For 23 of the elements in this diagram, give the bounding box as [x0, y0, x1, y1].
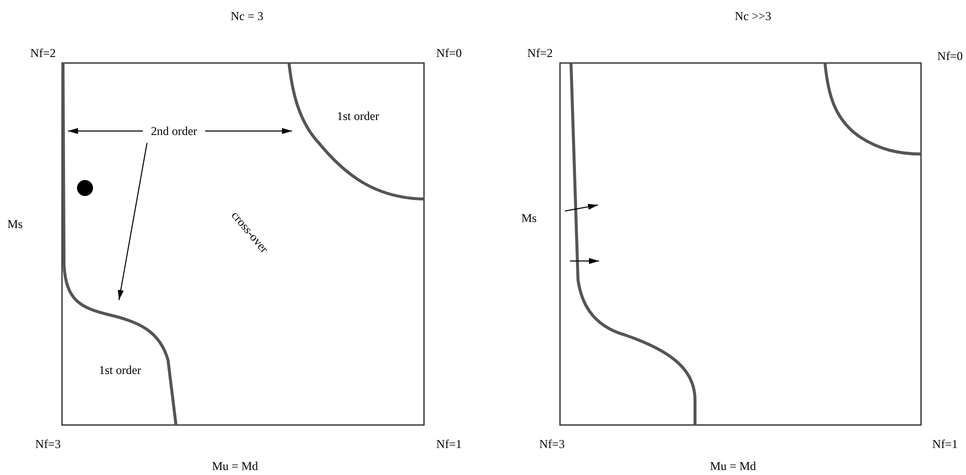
- region-label: 1st order: [98, 364, 142, 376]
- phase-boundary-curve: [62, 264, 178, 426]
- corner-label: Nf=2: [30, 47, 56, 59]
- leader-arrow: [118, 142, 148, 300]
- leader-arrow: [68, 128, 144, 134]
- corner-label: Nf=0: [937, 50, 963, 62]
- corner-label: Nf=2: [527, 47, 553, 59]
- region-label: 2nd order: [142, 119, 206, 143]
- axis-label: Mu = Md: [212, 460, 258, 472]
- panel-title: Nc = 3: [230, 10, 264, 22]
- axis-label: Mu = Md: [710, 460, 756, 472]
- region-label: 1st order: [336, 110, 380, 122]
- corner-label: Nf=1: [436, 438, 462, 450]
- panel-title: Nc >>3: [734, 10, 772, 22]
- phase-boundary-curve: [62, 63, 66, 265]
- axis-label: Ms: [7, 218, 23, 230]
- corner-label: Nf=1: [932, 438, 958, 450]
- corner-label: Nf=3: [35, 438, 61, 450]
- phase-boundary-curve: [288, 62, 424, 200]
- axis-label: Ms: [521, 212, 537, 224]
- corner-label: Nf=3: [539, 438, 565, 450]
- corner-label: Nf=0: [436, 47, 462, 59]
- leader-arrow: [204, 128, 292, 134]
